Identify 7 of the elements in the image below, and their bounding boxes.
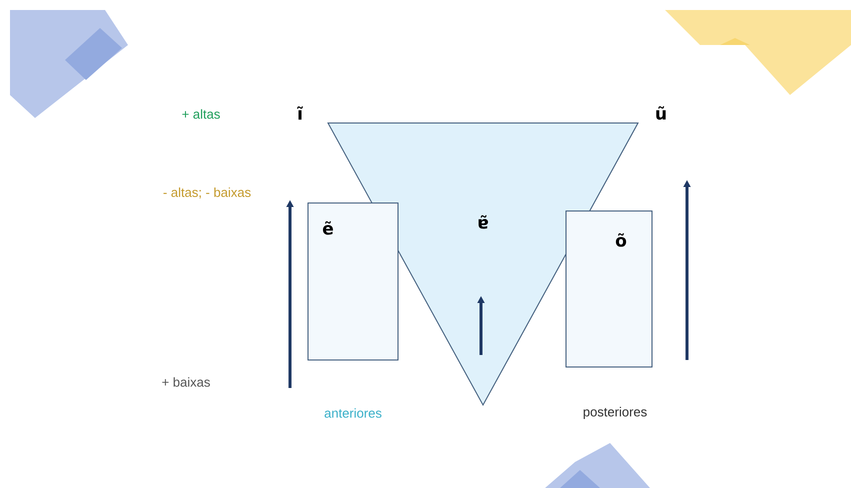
text-label: - altas; - baixas	[164, 187, 251, 199]
vowel-label: ũ	[656, 106, 666, 120]
text-label: + altas	[182, 109, 220, 119]
rectangle-box: õ	[566, 210, 652, 368]
vowel-label: ĩ	[297, 106, 303, 120]
text-label: + baixas	[162, 377, 210, 387]
rectangle-box: ẽ	[308, 202, 398, 360]
